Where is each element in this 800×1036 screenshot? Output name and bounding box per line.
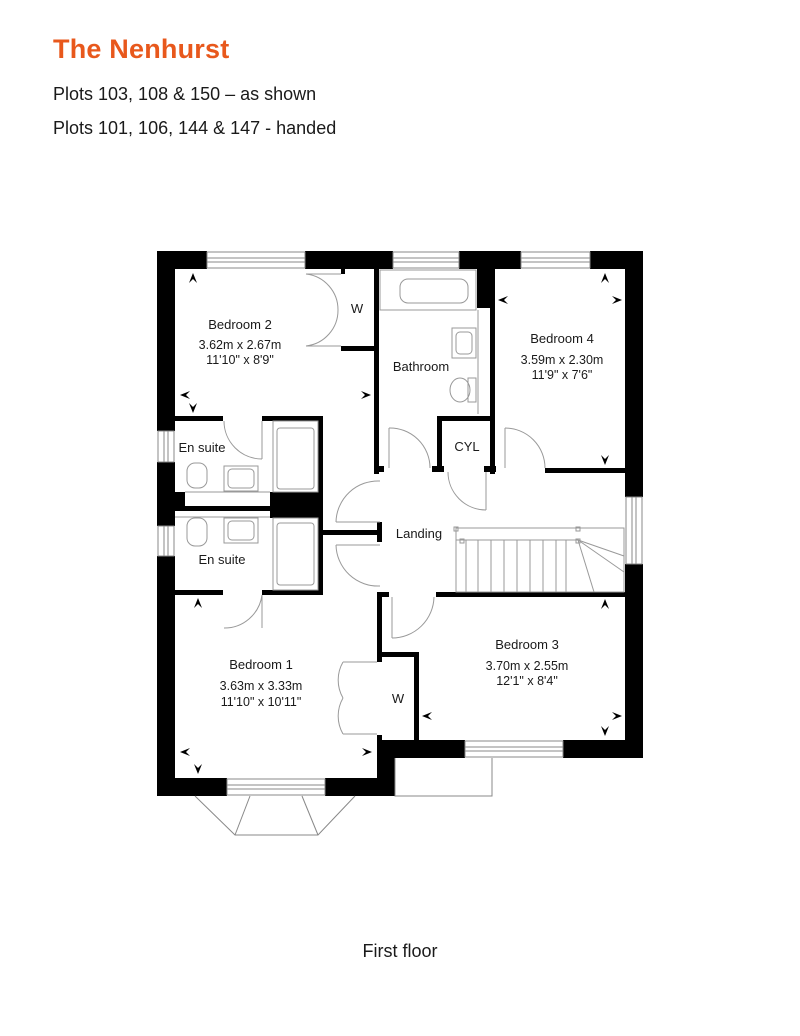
bedroom1-metric: 3.63m x 3.33m [220,679,303,693]
ensuite-upper-label: En suite [179,440,226,455]
doors [223,273,546,735]
plots-handed: Plots 101, 106, 144 & 147 - handed [53,118,337,138]
plots-as-shown: Plots 103, 108 & 150 – as shown [53,84,317,104]
landing-label: Landing [396,526,442,541]
internal-walls [175,268,628,745]
cylinder-label: CYL [454,439,479,454]
bedroom2-metric: 3.62m x 2.67m [199,338,282,352]
staircase [453,526,625,593]
bedroom3-imperial: 12'1" x 8'4" [496,674,558,688]
house-type-title: The Nenhurst [53,34,230,64]
dimension-arrows [180,273,622,774]
bathroom-label: Bathroom [393,359,449,374]
outer-walls [157,251,643,796]
windows [157,251,643,836]
wardrobe-upper-label: W [351,301,364,316]
ensuite-lower-label: En suite [199,552,246,567]
bedroom2-imperial: 11'10" x 8'9" [206,353,274,367]
bedroom4-label: Bedroom 4 [530,331,594,346]
wardrobe-lower-label: W [392,691,405,706]
bedroom4-imperial: 11'9" x 7'6" [532,368,593,382]
bedroom1-imperial: 11'10" x 10'11" [221,695,302,709]
bedroom1-label: Bedroom 1 [229,657,293,672]
floor-caption: First floor [362,941,438,961]
bedroom4-metric: 3.59m x 2.30m [521,353,604,367]
bedroom3-metric: 3.70m x 2.55m [486,659,569,673]
bedroom3-label: Bedroom 3 [495,637,559,652]
fixtures [175,269,479,591]
bedroom2-label: Bedroom 2 [208,317,272,332]
